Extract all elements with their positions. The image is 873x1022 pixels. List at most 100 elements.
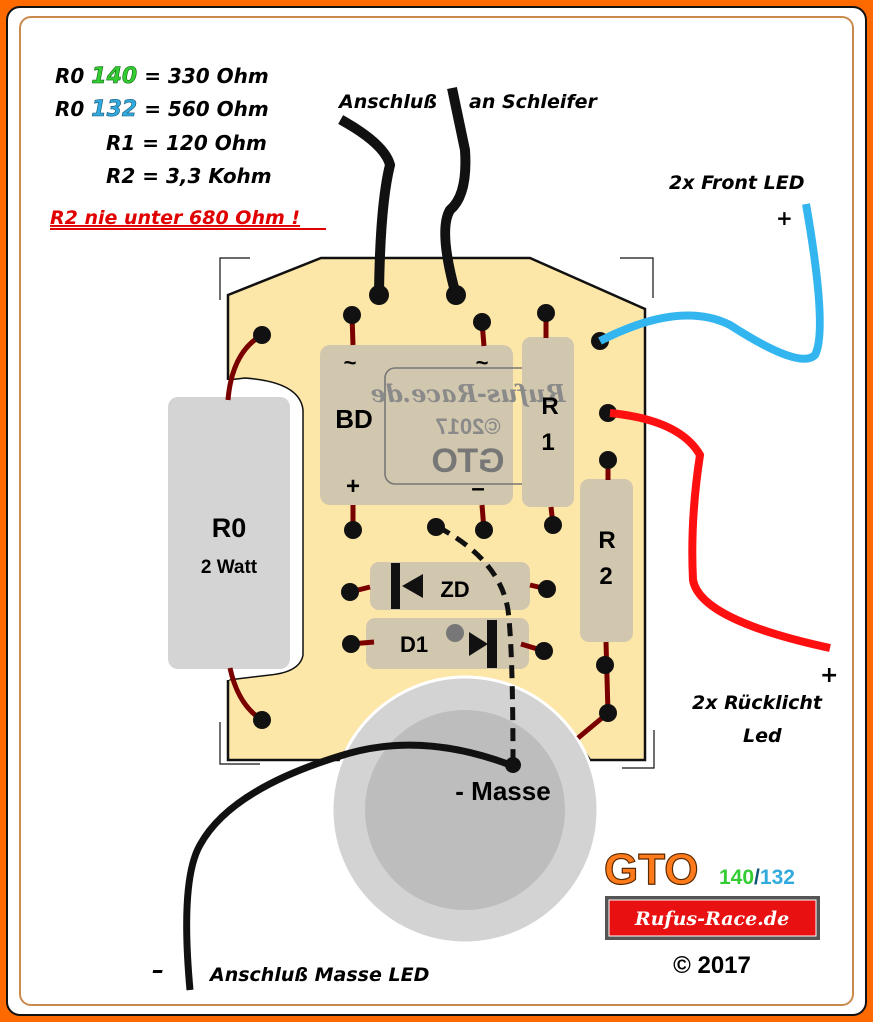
rear-led-plus: + [820,663,838,688]
watermark-model: GTO [431,442,504,480]
legend-line-4: R2 = 3,3 Kohm [106,164,272,188]
pad-masse [505,757,521,773]
label-front-led: 2x Front LED [669,172,805,194]
r0-spec: 2 Watt [201,557,258,578]
r1-letter: R [541,393,558,420]
d1-label: D1 [400,632,428,657]
label-rear-led-2: Led [743,725,782,747]
r1-number: 1 [541,429,554,456]
pad [599,704,617,722]
label-schleifer-left: Anschluß [337,91,437,113]
pad-schleifer-left [369,285,389,305]
d1-bar [487,620,497,668]
r2-letter: R [598,527,615,554]
legend-prefix: R2 [106,164,135,188]
contact-disc-inner [365,710,565,910]
pad [343,306,361,324]
bd-plus: + [346,473,360,500]
watermark-year: ©2017 [435,414,500,439]
zd-symbol [391,563,423,609]
corner-mark-top-left [219,257,250,300]
solder-pads [253,304,617,729]
brand-models: 140/132 [719,866,795,889]
bd-ac-left: ~ [344,350,357,375]
corner-marks [219,257,655,769]
pad [596,656,614,674]
brand-copyright: © 2017 [673,952,751,979]
brand-banner-text: Rufus-Race.de [634,908,789,930]
masse-led-minus: – [152,956,164,984]
brand-model-140: 140 [719,866,754,889]
legend-line-2: R0 132 = 560 Ohm [55,97,269,122]
wire-schleifer-right [440,86,471,297]
legend-prefix: R0 [55,64,84,88]
label-rear-led-1: 2x Rücklicht [692,692,823,714]
inner-frame [19,16,854,1006]
bd-ac-right: ~ [476,350,489,375]
pad [544,516,562,534]
pad [475,521,493,539]
brand-sep: / [754,866,760,889]
legend-line-3: R1 = 120 Ohm [106,131,267,155]
bridge-rectifier [320,345,513,505]
resistor-r0 [168,397,290,669]
corner-mark-bottom-right [622,730,655,769]
d1-marker-dot [446,624,464,642]
pad [253,711,271,729]
pad [473,313,491,331]
pad [599,451,617,469]
d1-triangle [469,632,488,656]
bd-minus: – [471,475,484,502]
legend-value: = 330 Ohm [144,64,269,88]
pad [535,642,553,660]
lead-r2-bottom [603,641,611,714]
pad [537,304,555,322]
legend-warning: R2 nie unter 680 Ohm ! [50,207,300,229]
brand-banner [608,899,817,937]
pad [344,521,362,539]
brand-title: GTO [604,845,699,894]
brand-model-132: 132 [760,866,795,889]
legend-prefix: R0 [55,97,84,121]
legend-line-1: R0 140 = 330 Ohm [55,64,269,89]
pad-schleifer-right [446,285,466,305]
watermark: Rufus-Race.de ©2017 GTO [371,379,567,480]
d1-symbol [469,620,497,668]
wire-schleifer-left [338,115,396,301]
label-masse-led: Anschluß Masse LED [208,964,429,986]
pad [342,635,360,653]
legend-value: = 560 Ohm [144,97,269,121]
wire-rear-led [609,409,831,652]
brand-logo: GTO 140/132 Rufus-Race.de © 2017 [603,844,820,979]
zd-label: ZD [440,577,469,602]
legend-value: = 3,3 Kohm [142,164,271,188]
zener-diode [370,562,530,610]
corner-mark-bottom-left [219,722,260,765]
zd-triangle [402,574,423,598]
pad [538,580,556,598]
r2-number: 2 [599,563,612,590]
wire-front-led [598,203,824,363]
legend-model-132: 132 [91,97,137,122]
watermark-site: Rufus-Race.de [371,379,567,408]
bd-label: BD [335,404,373,434]
masse-label: - Masse [455,776,550,806]
pad [253,326,271,344]
diode-d1 [366,618,529,669]
ground-jumper-dashed [436,524,516,766]
pad-rear-led [599,404,617,422]
resistor-r2 [580,479,633,642]
wire-ground-led [183,741,515,991]
front-led-plus: + [776,206,793,230]
resistor-r1 [522,337,574,507]
legend-value: = 120 Ohm [142,131,267,155]
legend-model-140: 140 [91,64,137,89]
resistor-legend: R0 140 = 330 Ohm R0 132 = 560 Ohm R1 = 1… [50,64,326,230]
pad-ground-jumper [427,518,445,536]
pad [341,583,359,601]
label-schleifer-right: an Schleifer [469,91,598,113]
r0-label: R0 [212,513,247,543]
wire-labels: Anschluß an Schleifer 2x Front LED + + 2… [152,91,838,986]
zd-bar [391,563,400,609]
